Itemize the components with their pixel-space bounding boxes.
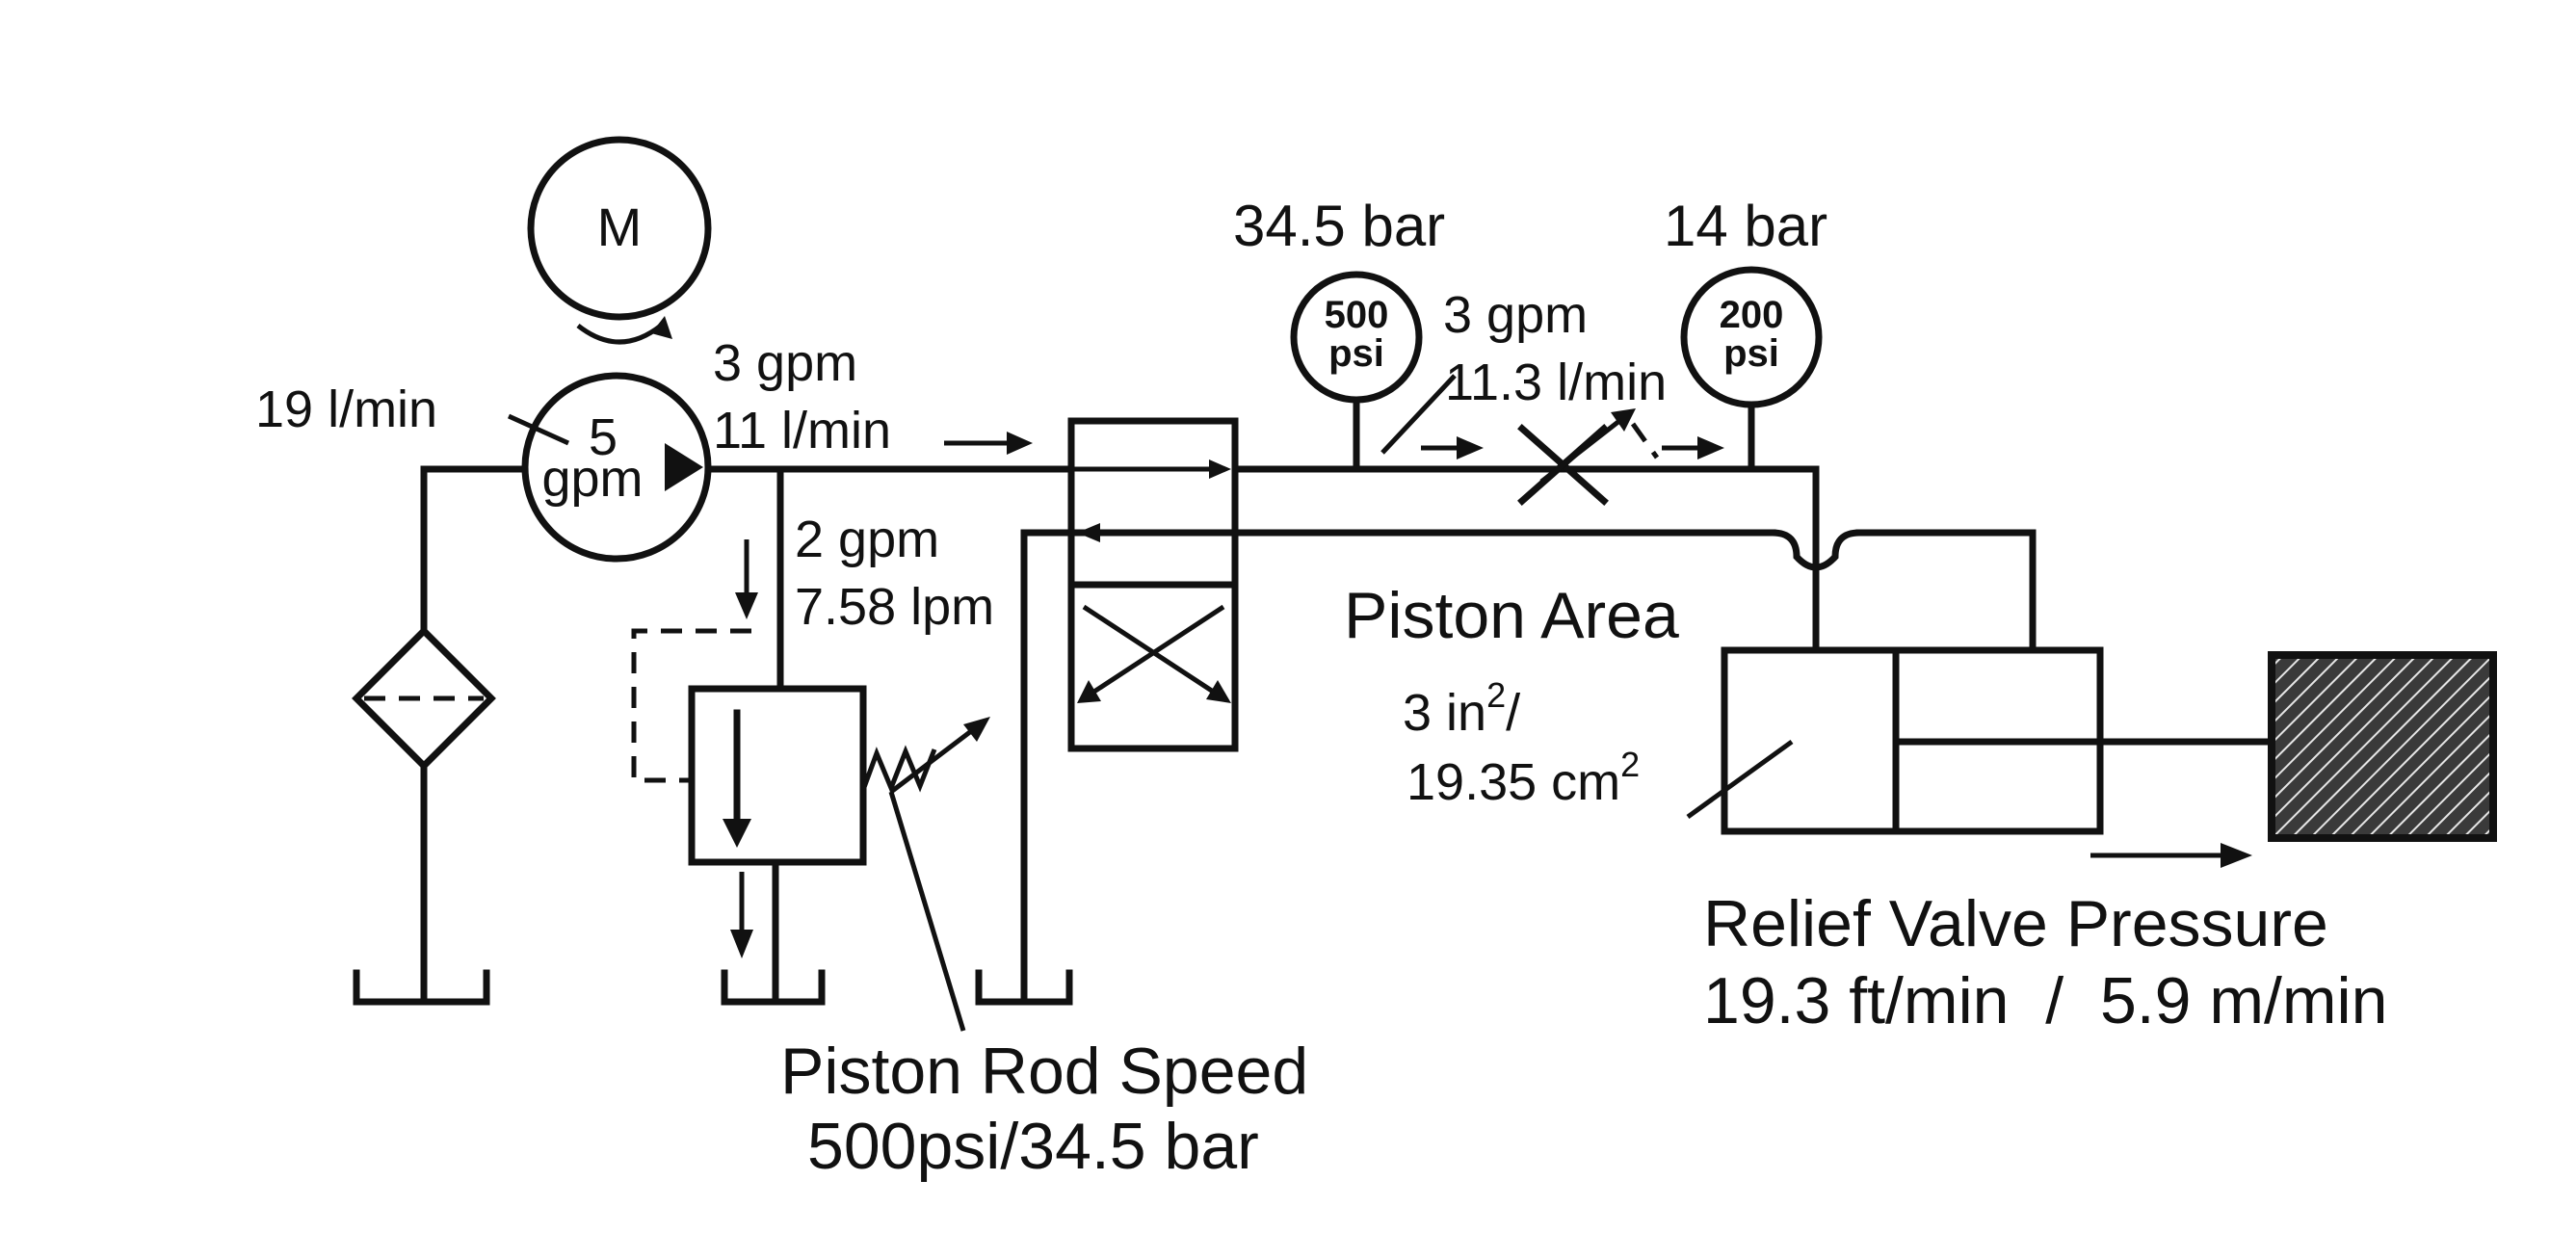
- filter-symbol: [352, 626, 496, 771]
- relief-drain-line: [730, 858, 779, 1006]
- flow-control-leader: [1380, 374, 1457, 455]
- suction-line: [420, 465, 534, 1006]
- piston-area-imperial: 3 in2/: [1403, 675, 1520, 742]
- pump-flow-lpm-label: 19 l/min: [255, 380, 437, 438]
- directional-control-valve: [1067, 417, 1239, 752]
- pressure-gauge-outlet: [1680, 266, 1823, 473]
- electric-motor: M: [527, 136, 712, 321]
- flow-arrow-right: [1662, 436, 1724, 459]
- piston-motion-arrow: [2090, 843, 2252, 868]
- relief-inflow-arrow: [735, 539, 758, 619]
- gauge-outlet-scale-unit: psi: [1723, 332, 1779, 375]
- hydraulic-pump: [521, 372, 712, 563]
- gauge-inlet-scale-unit: psi: [1328, 332, 1384, 375]
- flow-control-valve: [1517, 408, 1660, 506]
- load-block: [2268, 651, 2497, 842]
- relief-valve-title: Relief Valve Pressure: [1703, 887, 2328, 960]
- gauge-inlet-scale-value: 500: [1325, 294, 1389, 336]
- rod-speed-leader: [888, 791, 966, 1032]
- relief-valve-value: 19.3 ft/min / 5.9 m/min: [1703, 964, 2387, 1037]
- pump-flow-gpm-unit: gpm: [541, 450, 643, 508]
- motor-symbol-label: M: [597, 197, 643, 257]
- flow-control-gpm-label: 3 gpm: [1443, 286, 1588, 344]
- motor-pump-coupling: [576, 316, 672, 345]
- piston-area-title: Piston Area: [1344, 579, 1679, 652]
- relief-adjust-arrow: [963, 717, 990, 742]
- pressure-line: [704, 465, 1820, 654]
- pump-flow-leader: [507, 413, 570, 446]
- piston-rod-speed-title: Piston Rod Speed: [780, 1035, 1308, 1108]
- gauge-outlet-reading: 14 bar: [1664, 194, 1827, 258]
- relief-valve: [631, 628, 990, 866]
- supply-flow-arrow: [944, 432, 1033, 455]
- relief-adjust-spring: [860, 745, 937, 795]
- pressure-gauge-inlet: [1290, 271, 1423, 473]
- relief-flow-gpm-label: 2 gpm: [795, 511, 939, 568]
- piston-rod-speed-value: 500psi/34.5 bar: [807, 1110, 1259, 1183]
- pump-flow-gpm-value: 5: [589, 408, 618, 466]
- relief-flow-lpm-label: 7.58 lpm: [795, 578, 994, 636]
- piston-area-metric: 19.35 cm2: [1406, 745, 1640, 811]
- gauge-outlet-scale-value: 200: [1720, 294, 1784, 336]
- return-line: [1020, 529, 2037, 1006]
- flow-control-lpm-label: 11.3 l/min: [1445, 354, 1667, 411]
- pump-direction-arrow: [665, 443, 703, 491]
- gauge-inlet-reading: 34.5 bar: [1233, 194, 1445, 258]
- supply-flow-gpm-label: 3 gpm: [713, 334, 857, 392]
- flow-arrow-left: [1421, 436, 1484, 459]
- supply-flow-lpm-label: 11 l/min: [713, 402, 891, 459]
- hydraulic-cylinder: [1686, 646, 2275, 835]
